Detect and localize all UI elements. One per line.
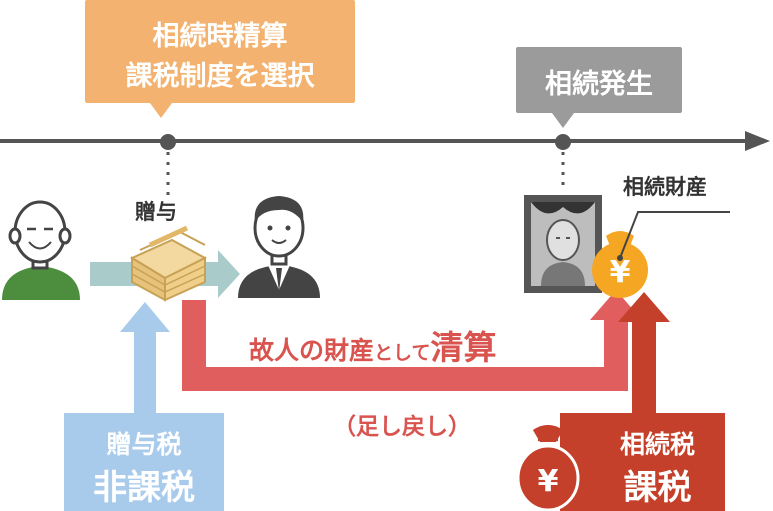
inheritance-event-label: 相続発生 (545, 69, 653, 100)
timeline-dot-inheritance (555, 134, 571, 150)
settlement-emphasis: 清算 (430, 328, 497, 367)
estate-pointer-line (619, 211, 730, 259)
gift-tax-box: 贈与税 非課税 (64, 413, 224, 511)
giveback-text: （足し戻し） (333, 414, 471, 440)
grandfather-icon (2, 200, 80, 300)
settlement-small: として (374, 342, 431, 364)
gift-label: 贈与 (135, 200, 177, 224)
estate-yen-symbol: ¥ (610, 255, 631, 290)
settlement-main: 故人の財産 (249, 336, 375, 365)
inheritance-event-callout: 相続発生 (516, 47, 682, 113)
inheritance-tax-title: 相続税 (619, 430, 695, 459)
timeline-dot-gift (160, 134, 176, 150)
money-stack-icon (129, 225, 208, 302)
callout-gray-pointer (552, 113, 574, 128)
memorial-portrait-icon (524, 195, 602, 293)
gift-selection-line1: 相続時精算 (152, 21, 288, 52)
money-bag-overlay-yen: ¥ (538, 464, 559, 499)
gift-selection-callout: 相続時精算 課税制度を選択 (85, 0, 355, 103)
timeline (0, 131, 770, 151)
money-bag-overlay: ¥ (516, 425, 580, 511)
inheritance-tax-box: 相続税 課税 (560, 413, 725, 511)
gift-tax-status: 非課税 (93, 468, 195, 508)
son-icon (238, 196, 320, 298)
settlement-text: 故人の財産として清算 (249, 321, 496, 369)
estate-label: 相続財産 (623, 175, 707, 199)
gift-tax-title: 贈与税 (106, 430, 182, 459)
inheritance-tax-arrow (618, 292, 670, 415)
gift-tax-arrow (120, 302, 170, 413)
gift-selection-line2: 課税制度を選択 (125, 61, 315, 92)
callout-orange-pointer (150, 103, 172, 118)
inheritance-tax-status: 課税 (623, 468, 692, 508)
estate-yen-icon: ¥ (592, 231, 648, 298)
